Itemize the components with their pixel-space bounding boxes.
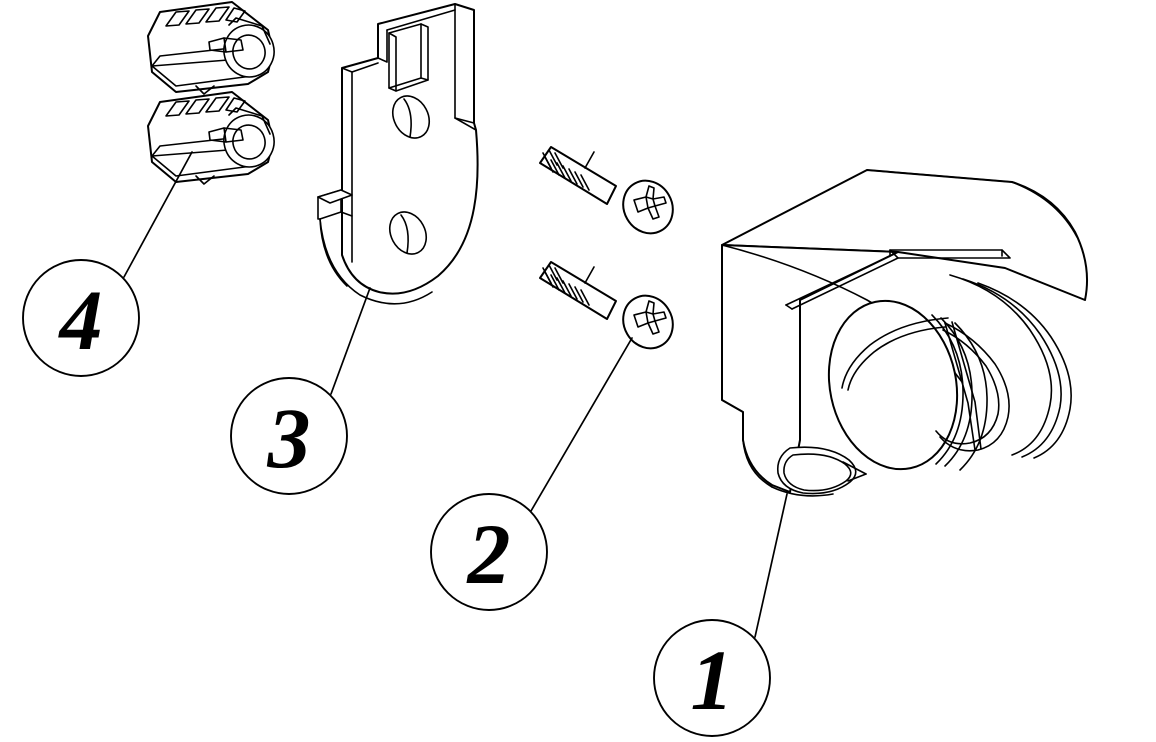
leader-line-2 [530,337,633,512]
callout-circle-1[interactable] [653,619,771,737]
leader-lines [123,151,788,638]
leader-line-3 [330,287,371,395]
part-1-holder-body [721,169,1088,497]
callout-balloon-3[interactable]: 3 [230,377,348,495]
callout-label-3: 3 [267,390,311,486]
part-3-wall-plate [317,3,479,305]
callout-circle-2[interactable] [430,493,548,611]
callout-balloon-4[interactable]: 4 [22,259,140,377]
callout-circle-4[interactable] [22,259,140,377]
part-2-screw-upper [539,146,674,235]
callout-label-2: 2 [466,506,511,602]
callout-balloon-1[interactable]: 1 [653,619,771,737]
leader-line-4 [123,151,193,278]
callout-label-4: 4 [58,272,103,368]
callout-circle-3[interactable] [230,377,348,495]
part-2-screw-lower [539,261,674,350]
part-4-wall-anchor-lower [147,91,275,185]
callout-label-1: 1 [691,632,734,728]
leader-line-1 [754,493,788,638]
part-4-wall-anchor-upper [147,1,275,95]
callout-balloon-2[interactable]: 2 [430,493,548,611]
